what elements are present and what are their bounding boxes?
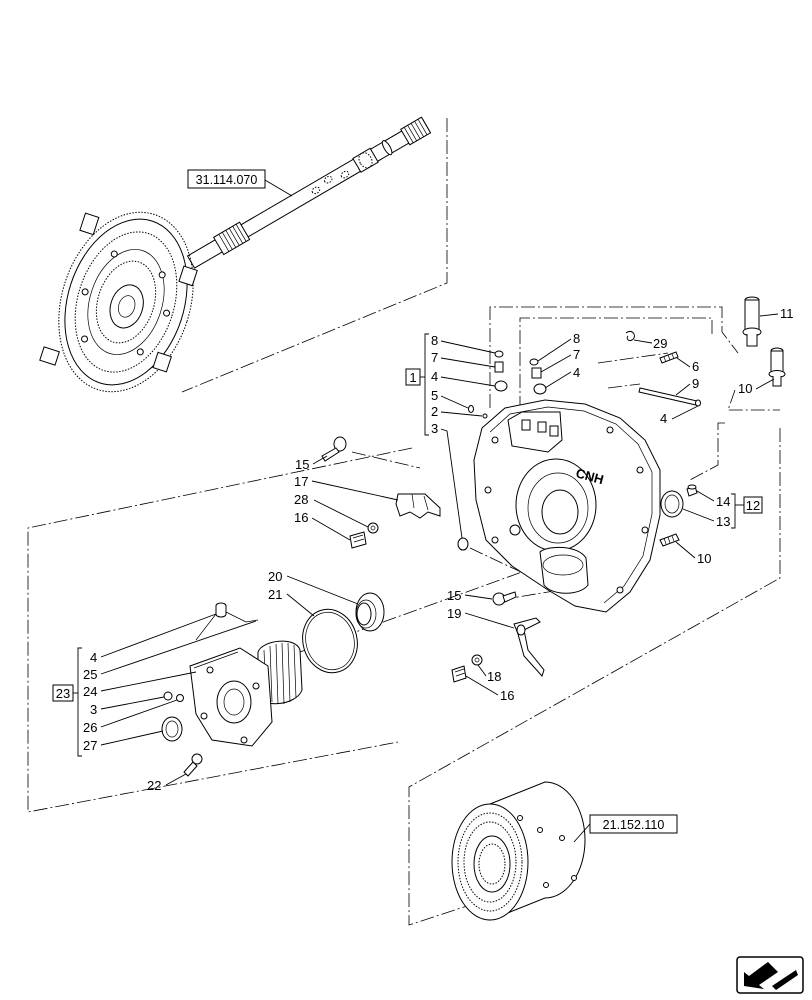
callout-27: 27 bbox=[83, 738, 97, 753]
ball-2 bbox=[482, 413, 488, 419]
callout-3: 3 bbox=[90, 702, 97, 717]
bracket-17 bbox=[395, 493, 441, 519]
spring-7b bbox=[531, 367, 542, 379]
bolt-15-upper bbox=[321, 436, 347, 462]
group-12-label: 12 bbox=[746, 498, 760, 513]
callout-10: 10 bbox=[697, 551, 711, 566]
callout-24: 24 bbox=[83, 684, 97, 699]
flywheel bbox=[39, 211, 198, 393]
callout-26: 26 bbox=[83, 720, 97, 735]
o-ring-21 bbox=[302, 608, 358, 674]
pin-5 bbox=[468, 405, 474, 413]
callout-29: 29 bbox=[653, 336, 667, 351]
sensor-4 bbox=[215, 602, 227, 618]
fitting-11 bbox=[742, 296, 762, 347]
callout-4: 4 bbox=[90, 650, 97, 665]
bolt-15-lower bbox=[492, 591, 517, 606]
callout-8: 8 bbox=[431, 333, 438, 348]
pin-9 bbox=[638, 387, 698, 406]
clutch-reference-link[interactable]: 21.152.110 bbox=[589, 814, 678, 834]
callout-19: 19 bbox=[447, 606, 461, 621]
callout-20: 20 bbox=[268, 569, 282, 584]
callout-13: 13 bbox=[716, 514, 730, 529]
callout-11: 11 bbox=[780, 306, 794, 321]
pump-housing-assembly bbox=[161, 602, 303, 747]
ring-4b bbox=[533, 383, 547, 395]
callout-7: 7 bbox=[431, 350, 438, 365]
pto-shaft bbox=[186, 116, 432, 269]
callout-15: 15 bbox=[447, 588, 461, 603]
spring-7 bbox=[494, 361, 504, 373]
plug-3 bbox=[163, 691, 173, 701]
callout-18: 18 bbox=[487, 669, 501, 684]
callout-16: 16 bbox=[294, 510, 308, 525]
callout-6: 6 bbox=[692, 359, 699, 374]
group-1-parts bbox=[457, 330, 701, 551]
callout-15: 15 bbox=[295, 457, 309, 472]
spring-10-lower bbox=[659, 533, 680, 547]
callout-17: 17 bbox=[294, 474, 308, 489]
svg-text:31.114.070: 31.114.070 bbox=[196, 173, 258, 187]
callout-8: 8 bbox=[573, 331, 580, 346]
callout-9: 9 bbox=[692, 376, 699, 391]
seal-20 bbox=[355, 592, 385, 632]
callout-5: 5 bbox=[431, 388, 438, 403]
cnh-logo: CNH bbox=[574, 465, 605, 487]
group-12-bracket: 12 bbox=[731, 493, 763, 529]
leader-lines bbox=[100, 313, 779, 786]
callout-3: 3 bbox=[431, 421, 438, 436]
pin-14 bbox=[686, 484, 698, 497]
front-cover-housing: CNH bbox=[473, 399, 661, 613]
callout-labels: 8 7 4 5 2 3 8 7 4 29 6 9 4 11 10 15 17 2… bbox=[83, 306, 794, 793]
fitting-10 bbox=[768, 347, 786, 387]
washer-18 bbox=[471, 654, 483, 666]
callout-21: 21 bbox=[268, 587, 282, 602]
callout-2: 2 bbox=[431, 404, 438, 419]
next-page-arrow-icon[interactable] bbox=[736, 956, 804, 994]
bolt-16-lower bbox=[451, 665, 467, 683]
plug-26 bbox=[176, 694, 184, 702]
group-23-label: 23 bbox=[56, 686, 70, 701]
bead-8b bbox=[529, 358, 539, 366]
callout-4: 4 bbox=[660, 411, 667, 426]
callout-28: 28 bbox=[294, 492, 308, 507]
clutch-drum bbox=[451, 781, 586, 921]
bolt-16-upper bbox=[349, 531, 367, 549]
ring-13 bbox=[660, 490, 684, 518]
callout-22: 22 bbox=[147, 778, 161, 793]
bolt-22 bbox=[183, 753, 203, 777]
bracket-19 bbox=[513, 617, 545, 677]
callout-14: 14 bbox=[716, 494, 730, 509]
callout-7: 7 bbox=[573, 347, 580, 362]
pto-shaft-assembly bbox=[39, 116, 432, 393]
callout-16: 16 bbox=[500, 688, 514, 703]
group-1-label: 1 bbox=[409, 370, 416, 385]
group-1-bracket: 1 bbox=[405, 333, 429, 436]
svg-text:21.152.110: 21.152.110 bbox=[603, 818, 665, 832]
group-23-bracket: 23 bbox=[52, 647, 82, 757]
clip-29 bbox=[625, 330, 635, 341]
ring-4c bbox=[695, 399, 701, 407]
callout-4: 4 bbox=[573, 365, 580, 380]
bead-8 bbox=[494, 350, 504, 358]
shaft-reference-link[interactable]: 31.114.070 bbox=[187, 169, 266, 189]
callout-25: 25 bbox=[83, 667, 97, 682]
washer-28 bbox=[367, 522, 379, 534]
bushing-3 bbox=[457, 537, 469, 551]
ring-27 bbox=[161, 716, 183, 742]
callout-4: 4 bbox=[431, 369, 438, 384]
ring-4 bbox=[494, 380, 508, 392]
callout-10: 10 bbox=[738, 381, 752, 396]
